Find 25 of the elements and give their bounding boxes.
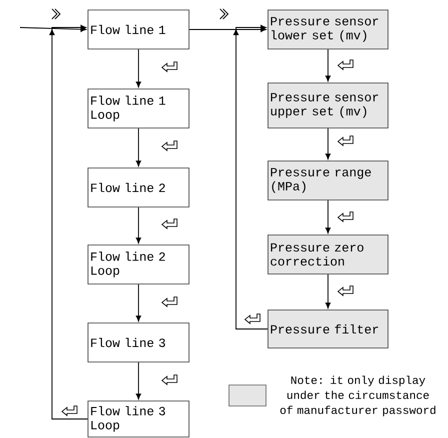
settings-box: Pressure zero correction — [268, 234, 388, 274]
arrow — [325, 128, 331, 160]
arrow — [188, 26, 266, 32]
settings-box: Pressure range (MPa) — [268, 160, 388, 200]
menu-box: Flow line 2 Loop — [88, 244, 190, 284]
arrow — [49, 24, 88, 420]
menu-box: Flow line 3 Loop — [88, 400, 190, 438]
legend-note: Note: it only display under the circumstance of manufacturer password — [280, 376, 436, 416]
menu-box: Flow line 1 — [88, 10, 190, 50]
arrow — [136, 48, 142, 88]
arrow — [136, 284, 142, 322]
arrow — [136, 362, 142, 400]
menu-box: Flow line 1 Loop — [88, 88, 190, 128]
arrow — [136, 206, 142, 244]
arrow — [20, 26, 86, 32]
arrow — [325, 274, 331, 308]
arrow — [325, 200, 331, 234]
settings-box: Pressure sensor upper set (mv) — [268, 82, 388, 128]
arrow — [136, 128, 142, 166]
menu-box: Flow line 3 — [88, 322, 190, 362]
arrow — [233, 24, 268, 330]
arrow — [325, 48, 331, 82]
settings-box: Pressure filter — [268, 310, 388, 348]
settings-box: Pressure sensor lower set (mv) — [268, 10, 388, 50]
menu-box: Flow line 2 — [88, 168, 190, 208]
